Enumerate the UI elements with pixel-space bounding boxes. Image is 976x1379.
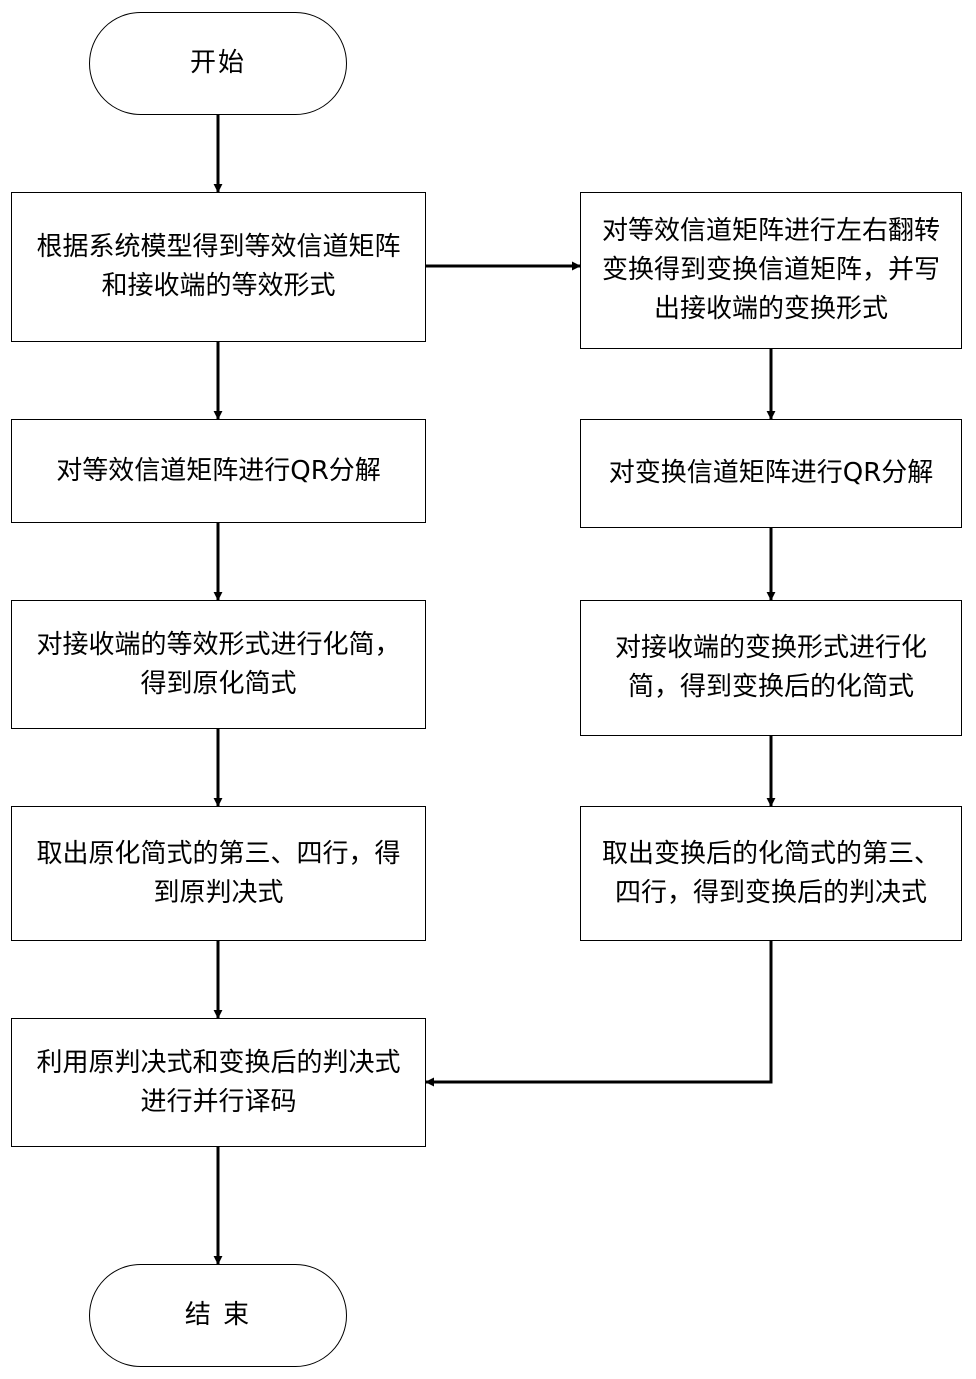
step-label: 取出原化简式的第三、四行，得到原判决式 [36, 838, 401, 908]
step-label: 对接收端的变换形式进行化简，得到变换后的化简式 [614, 633, 927, 702]
step-parallel-decoding: 利用原判决式和变换后的判决式进行并行译码 [11, 1018, 426, 1147]
start-label: 开始 [189, 48, 246, 78]
step-simplify-transformed: 对接收端的变换形式进行化简，得到变换后的化简式 [580, 600, 962, 736]
step-qr-equivalent: 对等效信道矩阵进行QR分解 [11, 419, 426, 523]
step-flip-transform: 对等效信道矩阵进行左右翻转变换得到变换信道矩阵，并写出接收端的变换形式 [580, 192, 962, 349]
step-label: 根据系统模型得到等效信道矩阵和接收端的等效形式 [36, 232, 401, 301]
arrow-r4-to-l5 [425, 941, 773, 1087]
step-label: 对等效信道矩阵进行QR分解 [56, 455, 381, 486]
end-label: 结 束 [184, 1300, 252, 1330]
start-terminal: 开始 [89, 12, 347, 115]
step-label: 取出变换后的化简式的第三、四行，得到变换后的判决式 [601, 838, 940, 908]
step-build-equivalent-model: 根据系统模型得到等效信道矩阵和接收端的等效形式 [11, 192, 426, 342]
step-label: 对等效信道矩阵进行左右翻转变换得到变换信道矩阵，并写出接收端的变换形式 [601, 216, 940, 324]
step-label: 对变换信道矩阵进行QR分解 [608, 458, 934, 488]
step-original-decision: 取出原化简式的第三、四行，得到原判决式 [11, 806, 426, 941]
step-qr-transformed: 对变换信道矩阵进行QR分解 [580, 419, 962, 528]
end-terminal: 结 束 [89, 1264, 347, 1367]
step-simplify-equivalent: 对接收端的等效形式进行化简，得到原化简式 [11, 600, 426, 729]
step-label: 利用原判决式和变换后的判决式进行并行译码 [36, 1047, 401, 1117]
step-label: 对接收端的等效形式进行化简，得到原化简式 [36, 629, 401, 699]
step-transformed-decision: 取出变换后的化简式的第三、四行，得到变换后的判决式 [580, 806, 962, 941]
